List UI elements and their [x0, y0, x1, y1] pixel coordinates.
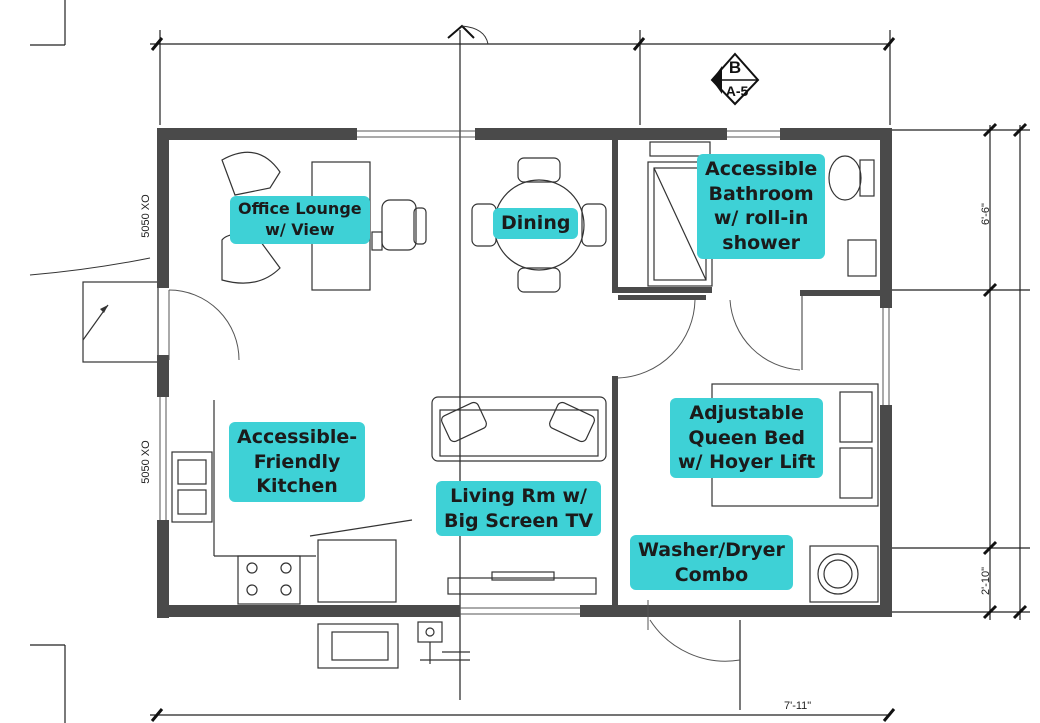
room-label-bathroom: Accessible Bathroom w/ roll-in shower	[697, 154, 826, 259]
interior-walls	[612, 140, 880, 606]
exterior-walls	[157, 128, 892, 618]
dimension-bottom-width: 7'-11"	[784, 700, 812, 712]
tv-console	[447, 571, 597, 595]
room-label-dining: Dining	[493, 208, 579, 239]
window-tag-kitchen: 5050 XO	[140, 440, 152, 484]
dimension-laundry-height: 2'-10"	[980, 566, 992, 596]
room-label-bedroom: Adjustable Queen Bed w/ Hoyer Lift	[670, 398, 824, 479]
room-label-office: Office Lounge w/ View	[230, 196, 370, 244]
section-marker-bottom: A-5	[726, 83, 749, 99]
washer-dryer	[809, 545, 879, 603]
dimension-bath-height: 6'-6"	[980, 203, 992, 225]
door-swings	[168, 289, 801, 662]
window-tag-office: 5050 XO	[140, 194, 152, 238]
kitchen-counters	[171, 400, 413, 605]
entry-porch	[82, 281, 159, 363]
room-label-kitchen: Accessible- Friendly Kitchen	[229, 422, 366, 503]
dimension-ticks	[150, 37, 1028, 722]
section-marker: B A-5	[710, 52, 760, 106]
room-label-living: Living Rm w/ Big Screen TV	[436, 481, 602, 537]
room-label-laundry: Washer/Dryer Combo	[630, 535, 793, 591]
sofa	[431, 396, 607, 462]
section-marker-top: B	[729, 58, 741, 77]
dimension-lines	[150, 30, 1030, 716]
bathroom-fixtures	[647, 141, 877, 287]
